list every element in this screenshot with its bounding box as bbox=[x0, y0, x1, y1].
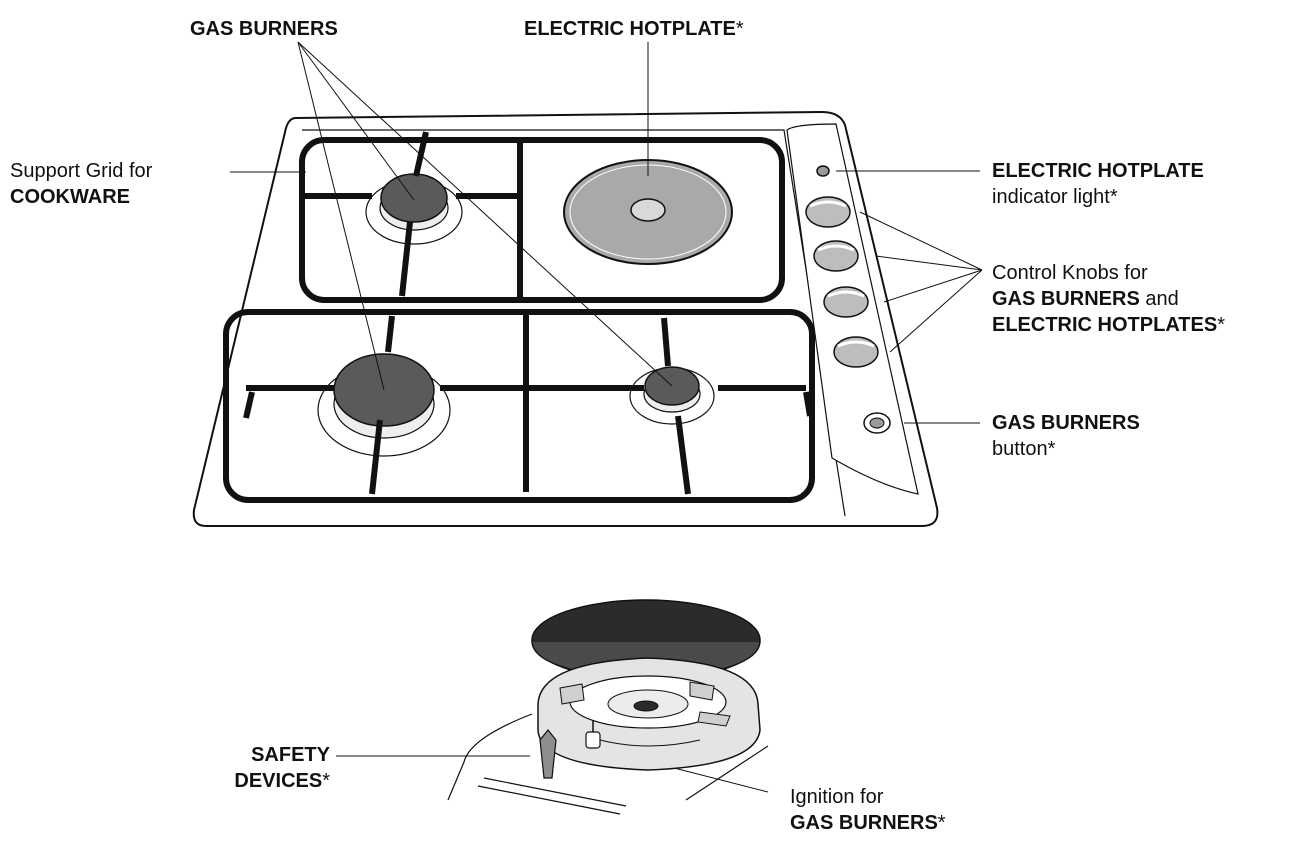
worktop-lines bbox=[447, 713, 769, 815]
support-grid-lower bbox=[223, 309, 815, 503]
electric-hotplate-center bbox=[630, 198, 666, 222]
label-knobs-line2-rest: and bbox=[1139, 288, 1179, 310]
ignition-electrode bbox=[585, 720, 601, 749]
label-knobs-line2: GAS BURNERS and bbox=[992, 286, 1225, 312]
indicator-light bbox=[816, 165, 830, 177]
gas-burner-small-cap bbox=[380, 173, 448, 223]
label-button-line1: GAS BURNERS bbox=[992, 412, 1140, 434]
control-knob-1[interactable] bbox=[805, 196, 851, 228]
label-safety-line2: DEVICES* bbox=[200, 768, 330, 794]
label-knobs-line3: ELECTRIC HOTPLATES* bbox=[992, 312, 1225, 338]
label-gas-burners-top: GAS BURNERS bbox=[190, 18, 338, 40]
label-ignition: Ignition for GAS BURNERS* bbox=[790, 784, 946, 836]
label-knobs-line3-bold: ELECTRIC HOTPLATES bbox=[992, 314, 1218, 336]
label-support-grid: Support Grid for COOKWARE bbox=[10, 158, 152, 210]
label-support-grid-line1: Support Grid for bbox=[10, 160, 153, 182]
control-knob-4[interactable] bbox=[833, 336, 879, 368]
label-electric-hotplate-top: ELECTRIC HOTPLATE* bbox=[524, 16, 744, 42]
label-electric-hotplate-top-star: * bbox=[735, 18, 744, 40]
label-indicator-light: ELECTRIC HOTPLATE indicator light* bbox=[992, 158, 1204, 210]
safety-device-probe bbox=[539, 729, 557, 779]
label-safety-line2-star: * bbox=[322, 770, 330, 792]
control-knob-3[interactable] bbox=[823, 286, 869, 318]
label-gas-burners-button: GAS BURNERS button* bbox=[992, 410, 1140, 462]
support-grid-upper bbox=[299, 137, 785, 303]
label-safety-devices: SAFETY DEVICES* bbox=[200, 742, 330, 794]
label-safety-line2-bold: DEVICES bbox=[234, 770, 323, 792]
label-control-knobs: Control Knobs for GAS BURNERS and ELECTR… bbox=[992, 260, 1225, 338]
label-knobs-line1: Control Knobs for bbox=[992, 262, 1148, 284]
label-button-line2: button* bbox=[992, 438, 1056, 460]
label-safety-line1: SAFETY bbox=[251, 744, 330, 766]
control-knob-2[interactable] bbox=[813, 240, 859, 272]
label-ignition-line1: Ignition for bbox=[790, 786, 884, 808]
label-knobs-line3-star: * bbox=[1217, 314, 1225, 336]
label-electric-hotplate-top-text: ELECTRIC HOTPLATE bbox=[524, 18, 736, 40]
label-ignition-line2-star: * bbox=[937, 812, 946, 834]
leader-lines bbox=[230, 41, 983, 793]
label-ignition-line2-bold: GAS BURNERS bbox=[790, 812, 938, 834]
gas-burners-button[interactable] bbox=[863, 412, 891, 434]
label-ignition-line2: GAS BURNERS* bbox=[790, 810, 946, 836]
label-knobs-line2-bold: GAS BURNERS bbox=[992, 288, 1140, 310]
label-indicator-line2: indicator light* bbox=[992, 186, 1118, 208]
label-support-grid-line2: COOKWARE bbox=[10, 186, 130, 208]
label-indicator-line1: ELECTRIC HOTPLATE bbox=[992, 160, 1204, 182]
